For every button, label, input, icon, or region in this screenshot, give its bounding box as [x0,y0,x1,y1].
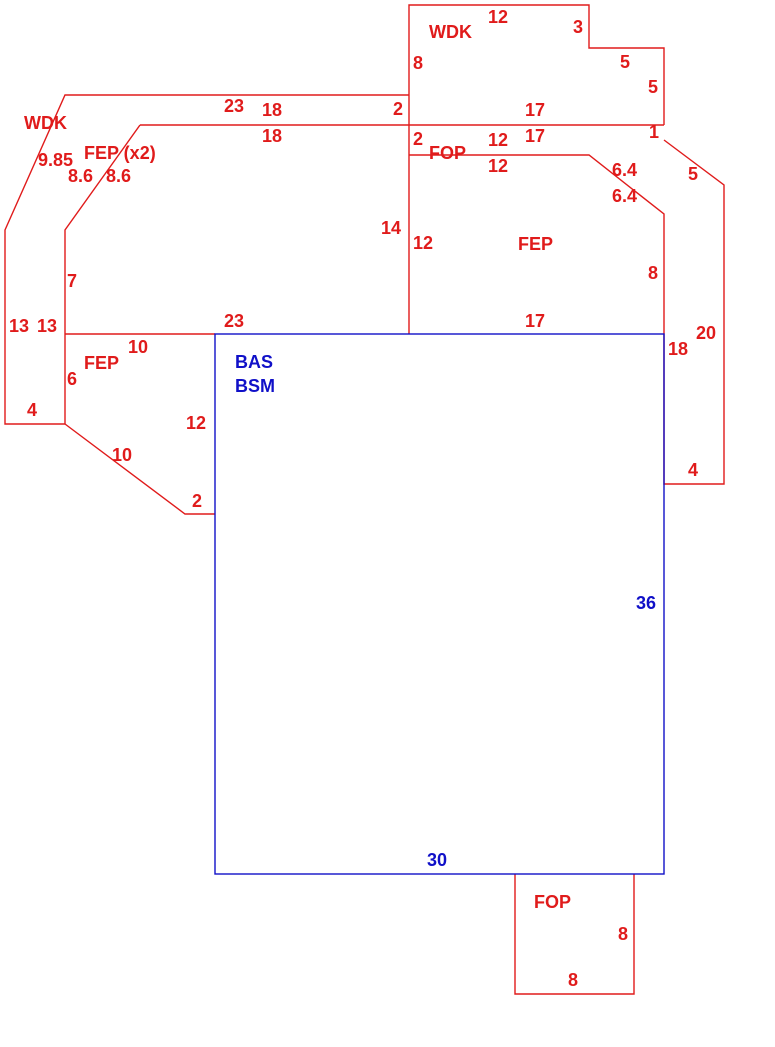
area-labels: WDK WDK FEP (x2) FOP FEP FEP BAS BSM FOP [24,22,571,912]
dim-label: 13 [37,316,57,336]
dim-label: 20 [696,323,716,343]
dim-label: 13 [9,316,29,336]
dim-label: 23 [224,96,244,116]
dim-label: 18 [262,100,282,120]
dim-label: 1 [649,122,659,142]
dim-label: 6.4 [612,160,637,180]
dim-label: 5 [620,52,630,72]
dim-label: 5 [648,77,658,97]
area-label-fop-bottom: FOP [534,892,571,912]
addition-outlines [4,4,725,995]
area-label-bsm: BSM [235,376,275,396]
dim-label: 30 [427,850,447,870]
area-label-fep-right: FEP [518,234,553,254]
dimension-labels: 12 3 5 5 8 17 2 23 9.85 13 4 18 18 8.6 8… [9,7,716,990]
dim-label: 6.4 [612,186,637,206]
area-label-wdk-top: WDK [429,22,472,42]
dim-label: 4 [27,400,37,420]
dim-label: 18 [262,126,282,146]
area-label-bas: BAS [235,352,273,372]
area-label-fep-left: FEP [84,353,119,373]
wdk-top-outline [408,4,665,125]
fep-x2-outline [64,124,141,424]
fep-right-outline [409,154,665,334]
base-outline [214,333,665,875]
dim-label: 23 [224,311,244,331]
fep-left-outline [64,423,215,515]
dim-label: 36 [636,593,656,613]
dim-label: 8.6 [106,166,131,186]
area-label-fep-x2: FEP (x2) [84,143,156,163]
dim-label: 12 [413,233,433,253]
dim-label: 8.6 [68,166,93,186]
dim-label: 12 [488,130,508,150]
dim-label: 14 [381,218,401,238]
dim-label: 4 [688,460,698,480]
dim-label: 12 [186,413,206,433]
dim-label: 8 [648,263,658,283]
dim-label: 10 [112,445,132,465]
dim-label: 17 [525,311,545,331]
wdk-left-outline [4,94,409,425]
area-label-fop-upper: FOP [429,143,466,163]
right-strip-outline [663,139,725,485]
dim-label: 5 [688,164,698,184]
dim-label: 10 [128,337,148,357]
dim-label: 8 [618,924,628,944]
dim-label: 8 [568,970,578,990]
dim-label: 12 [488,156,508,176]
area-label-wdk-left: WDK [24,113,67,133]
dim-label: 2 [192,491,202,511]
dim-label: 6 [67,369,77,389]
dim-label: 2 [413,129,423,149]
dim-label: 17 [525,100,545,120]
dim-label: 12 [488,7,508,27]
dim-label: 3 [573,17,583,37]
dim-label: 8 [413,53,423,73]
fop-bottom-outline [514,874,635,995]
dim-label: 18 [668,339,688,359]
dim-label: 2 [393,99,403,119]
dim-label: 9.85 [38,150,73,170]
dim-label: 17 [525,126,545,146]
dim-label: 7 [67,271,77,291]
